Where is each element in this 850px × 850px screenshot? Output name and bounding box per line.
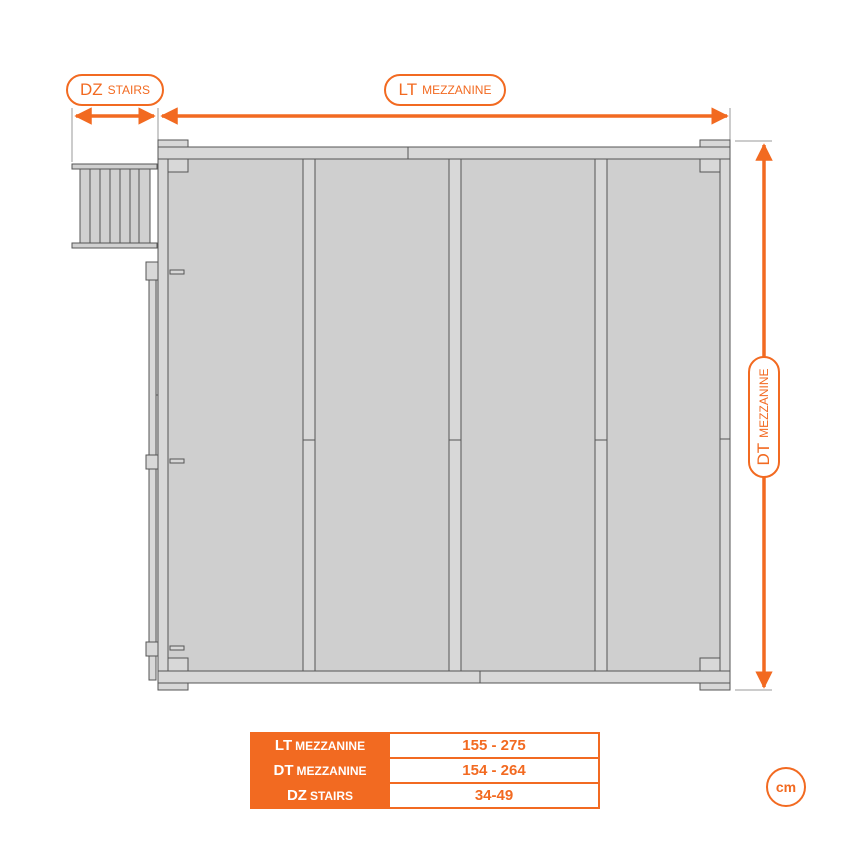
row-value: 155 - 275 — [388, 732, 600, 759]
stairs — [71, 163, 158, 249]
dt-mezzanine-label: DT mezzanine — [748, 356, 780, 478]
row-value: 154 - 264 — [388, 757, 600, 784]
label-word: mezzanine — [757, 368, 771, 438]
table-row: DZstairs 34-49 — [250, 782, 600, 809]
label-word: stairs — [107, 83, 151, 97]
lt-mezzanine-label: LT mezzanine — [384, 74, 506, 106]
row-word: mezzanine — [296, 764, 367, 778]
label-code: DZ — [79, 80, 103, 99]
row-code: DT — [273, 762, 294, 779]
row-word: mezzanine — [295, 739, 366, 753]
row-code: LT — [274, 737, 293, 754]
label-word: mezzanine — [422, 83, 492, 97]
corner-brackets — [157, 139, 731, 691]
unit-badge: cm — [766, 767, 806, 807]
extension-lines — [71, 108, 772, 691]
floor-panel — [164, 157, 724, 673]
label-code: LT — [398, 80, 418, 99]
dz-stairs-label: DZ stairs — [66, 74, 164, 106]
label-code: DT — [754, 442, 773, 466]
row-code: DZ — [286, 787, 307, 804]
row-value: 34-49 — [388, 782, 600, 809]
row-word: stairs — [309, 789, 354, 803]
dimensions-table: LTmezzanine 155 - 275 DTmezzanine 154 - 26… — [250, 732, 600, 809]
frame — [157, 146, 731, 684]
table-row: DTmezzanine 154 - 264 — [250, 757, 600, 784]
table-row: LTmezzanine 155 - 275 — [250, 732, 600, 759]
